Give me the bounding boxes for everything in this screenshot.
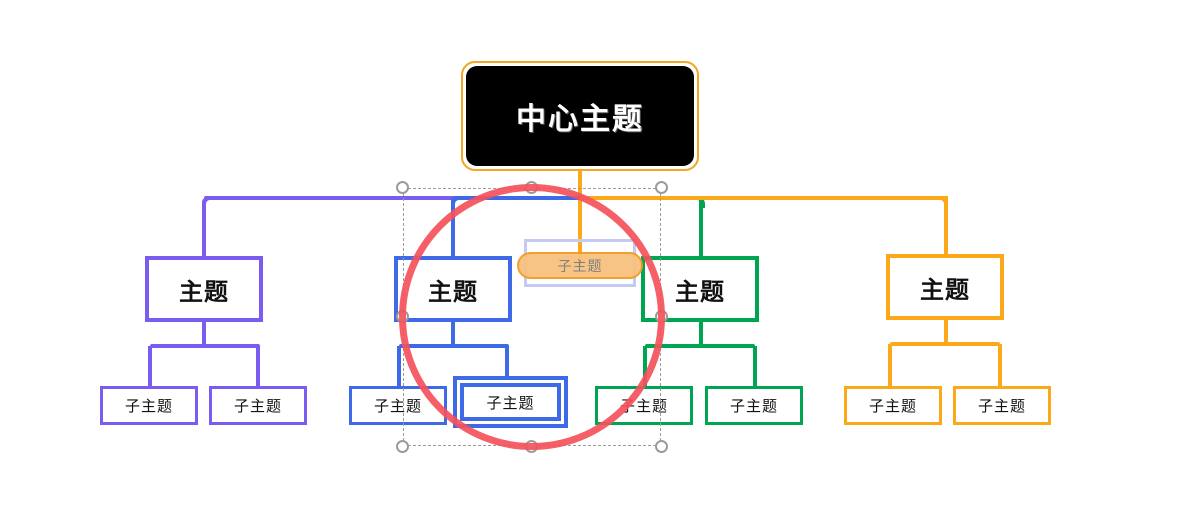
annotation-circle-highlight (399, 184, 665, 450)
connector-branch4-child2 (998, 344, 1002, 386)
connector-branch4-stem (944, 320, 948, 344)
selection-handle-bottom-left[interactable] (396, 440, 409, 453)
connector-branch3-bar (645, 344, 755, 348)
connector-branch4-bar (890, 342, 1000, 346)
connector-branch1-bar (150, 344, 260, 348)
subtopic-node-label: 子主题 (868, 397, 917, 415)
subtopic-node-label: 子主题 (977, 397, 1026, 415)
subtopic-node-label: 子主题 (124, 397, 173, 415)
subtopic-node-branch3-2[interactable]: 子主题 (705, 386, 803, 425)
connector-branch1-stem (202, 322, 206, 346)
subtopic-node-label: 子主题 (729, 397, 778, 415)
connector-trunk-purple-elbow (202, 196, 214, 208)
topic-node-label: 主题 (675, 277, 725, 306)
connector-branch3-stem (699, 322, 703, 346)
topic-node-branch4[interactable]: 主题 (886, 254, 1004, 320)
connector-branch1-child2 (256, 346, 260, 386)
connector-trunk-purple (204, 196, 536, 200)
connector-branch2-child1 (397, 346, 401, 386)
connector-trunk-orange-elbow (936, 196, 948, 208)
connector-trunk-blue-elbow (451, 196, 463, 208)
selection-handle-top-right[interactable] (655, 181, 668, 194)
connector-branch1-child1 (148, 346, 152, 386)
topic-node-label: 主题 (920, 275, 970, 304)
connector-branch3-drop (699, 198, 703, 258)
topic-node-branch1[interactable]: 主题 (145, 256, 263, 322)
subtopic-node-branch1-2[interactable]: 子主题 (209, 386, 307, 425)
connector-branch1-drop (202, 198, 206, 258)
subtopic-node-branch4-2[interactable]: 子主题 (953, 386, 1051, 425)
subtopic-node-label: 子主题 (233, 397, 282, 415)
subtopic-node-branch1-1[interactable]: 子主题 (100, 386, 198, 425)
central-node[interactable]: 中心主题 (461, 61, 699, 171)
central-node-label: 中心主题 (466, 66, 694, 166)
connector-branch4-child1 (888, 344, 892, 386)
selection-handle-top-left[interactable] (396, 181, 409, 194)
subtopic-node-branch4-1[interactable]: 子主题 (844, 386, 942, 425)
connector-branch3-child2 (753, 346, 757, 386)
selection-handle-bottom-right[interactable] (655, 440, 668, 453)
connector-trunk-orange (580, 196, 948, 200)
topic-node-label: 主题 (179, 277, 229, 306)
connector-branch4-drop (944, 198, 948, 256)
subtopic-node-label: 子主题 (373, 397, 422, 415)
